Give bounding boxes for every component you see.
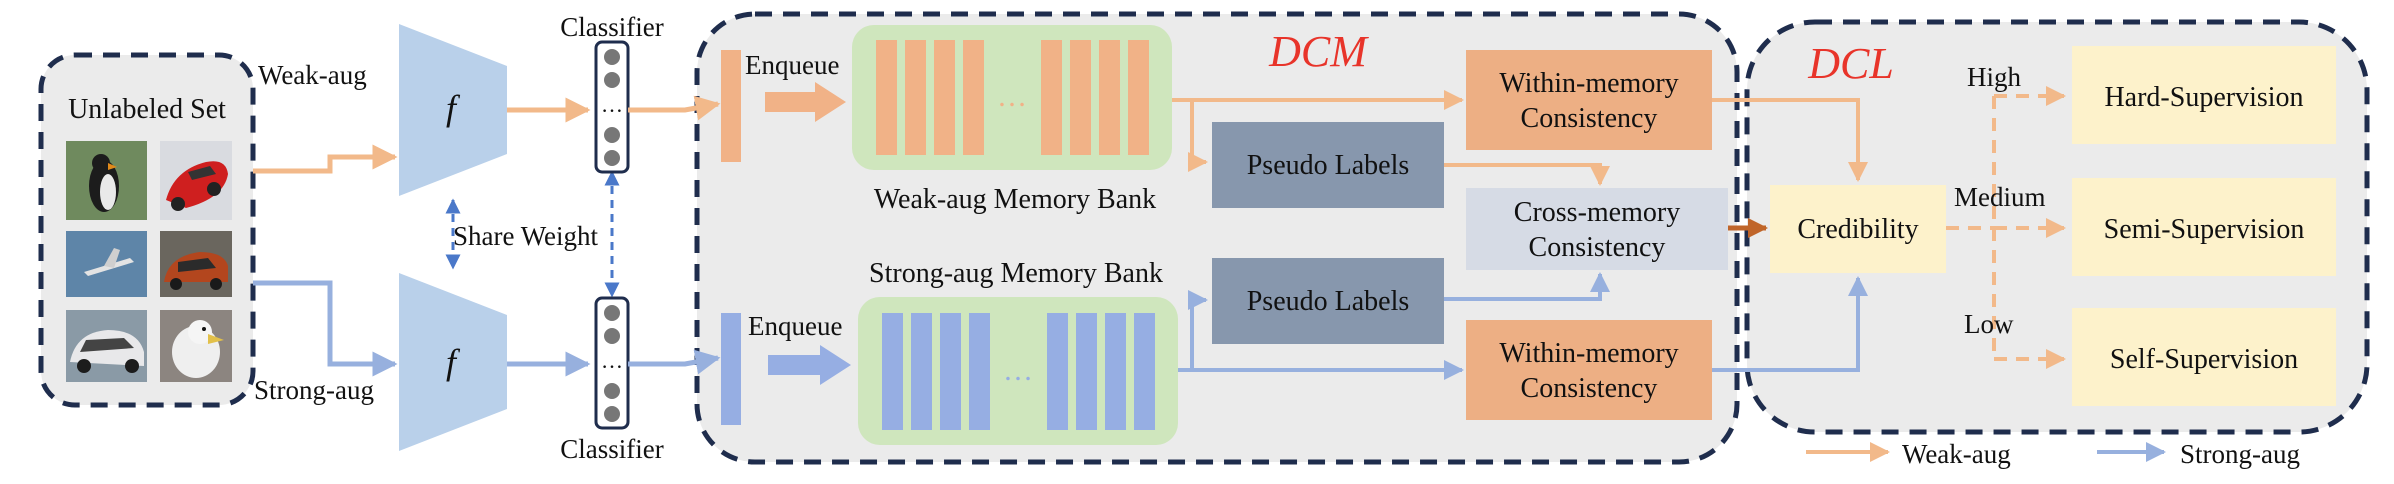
self-supervision-text: Self-Supervision bbox=[2110, 344, 2298, 375]
weak-memory-bank-label: Weak-aug Memory Bank bbox=[874, 184, 1156, 215]
within-memory-bottom-line1: Within-memory bbox=[1499, 338, 1678, 369]
self-supervision-box bbox=[2072, 308, 2336, 406]
strong-enqueue-arrow bbox=[768, 345, 851, 385]
cross-memory-line1: Cross-memory bbox=[1514, 197, 1680, 228]
hard-supervision-box bbox=[2072, 46, 2336, 144]
strong-bank-to-pseudo-arrow bbox=[1188, 290, 1208, 370]
weak-memory-ellipsis: … bbox=[997, 80, 1027, 113]
within-memory-top-line2: Consistency bbox=[1521, 103, 1658, 134]
weak-bank-to-pseudo-arrow bbox=[1188, 100, 1208, 172]
semi-supervision-text: Semi-Supervision bbox=[2104, 214, 2305, 245]
within-memory-bottom-line2: Consistency bbox=[1521, 373, 1658, 404]
within-top-to-credibility-arrow bbox=[1712, 98, 1868, 182]
classifier-top-label: Classifier bbox=[560, 12, 663, 42]
weak-classifier-ellipsis: … bbox=[601, 92, 623, 117]
seabird-thumbnail bbox=[160, 310, 232, 382]
strong-memory-bank bbox=[858, 297, 1178, 445]
credibility-box bbox=[1770, 185, 1946, 273]
pseudo-top-to-cross-arrow bbox=[1444, 163, 1610, 186]
within-memory-bottom bbox=[1466, 320, 1712, 420]
pseudo-bottom-to-cross-arrow bbox=[1444, 272, 1610, 301]
weak-memory-bank bbox=[852, 25, 1172, 170]
strong-classifier-to-queue-arrow bbox=[628, 349, 721, 375]
strong-memory-ellipsis: … bbox=[1003, 354, 1033, 387]
strong-encoder bbox=[399, 273, 507, 451]
cross-memory-line2: Consistency bbox=[1529, 232, 1666, 263]
legend-strong-label: Strong-aug bbox=[2180, 439, 2300, 469]
strong-aug-input-arrow bbox=[253, 280, 398, 377]
enqueue-top-label: Enqueue bbox=[745, 50, 839, 80]
legend-weak-label: Weak-aug bbox=[1902, 439, 2011, 469]
weak-encoder bbox=[399, 24, 507, 196]
weak-aug-input-arrow bbox=[253, 144, 398, 174]
within-bottom-to-credibility-arrow bbox=[1712, 276, 1868, 372]
cross-memory-box bbox=[1466, 188, 1728, 270]
weak-classifier-to-queue-arrow bbox=[628, 95, 721, 121]
weak-memory-slots bbox=[876, 40, 1149, 155]
weak-aug-label: Weak-aug bbox=[258, 60, 367, 90]
classifier-bottom-label: Classifier bbox=[560, 434, 663, 464]
weak-classifier-nodes bbox=[604, 49, 620, 166]
thumbnail-grid bbox=[66, 141, 232, 382]
strong-aug-label: Strong-aug bbox=[254, 375, 374, 405]
dcm-title: DCM bbox=[1268, 27, 1369, 76]
plane-thumbnail bbox=[66, 231, 147, 297]
share-weight-label: Share Weight bbox=[453, 221, 599, 251]
strong-memory-slots bbox=[882, 313, 1155, 430]
level-high: High bbox=[1967, 62, 2022, 92]
strong-classifier-ellipsis: … bbox=[601, 348, 623, 373]
weak-queue-entry bbox=[721, 50, 741, 162]
hard-supervision-text: Hard-Supervision bbox=[2104, 82, 2303, 113]
semi-supervision-box bbox=[2072, 178, 2336, 276]
orange-car-thumbnail bbox=[160, 231, 232, 297]
white-car-thumbnail bbox=[66, 310, 147, 382]
weak-enqueue-arrow bbox=[765, 82, 846, 122]
strong-queue-entry bbox=[721, 313, 741, 425]
dcl-title: DCL bbox=[1807, 39, 1894, 88]
credibility-text: Credibility bbox=[1797, 214, 1918, 245]
strong-classifier-nodes bbox=[604, 305, 620, 422]
weak-classifier bbox=[594, 40, 630, 174]
within-memory-top-line1: Within-memory bbox=[1499, 68, 1678, 99]
bird-thumbnail bbox=[66, 141, 147, 220]
strong-memory-bank-label: Strong-aug Memory Bank bbox=[869, 258, 1163, 289]
pseudo-labels-top-text: Pseudo Labels bbox=[1247, 150, 1410, 181]
level-medium: Medium bbox=[1954, 182, 2046, 212]
pseudo-labels-bottom bbox=[1212, 258, 1444, 344]
enqueue-bottom-label: Enqueue bbox=[748, 311, 842, 341]
pseudo-labels-top bbox=[1212, 122, 1444, 208]
pseudo-labels-bottom-text: Pseudo Labels bbox=[1247, 286, 1410, 317]
level-low: Low bbox=[1964, 309, 2014, 339]
within-memory-top bbox=[1466, 50, 1712, 150]
unlabeled-set-title: Unlabeled Set bbox=[68, 94, 226, 125]
red-car-thumbnail bbox=[160, 141, 232, 220]
